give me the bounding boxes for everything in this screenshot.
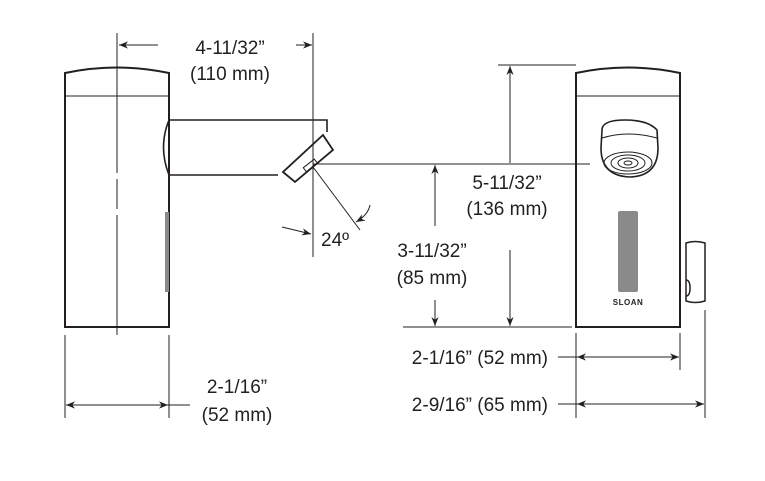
spout-reach-mm: (110 mm): [190, 64, 270, 85]
side-sensor-window: [165, 212, 169, 292]
angle-line: [312, 166, 361, 231]
overall-height-inches: 5-11/32”: [472, 173, 541, 194]
spray-angle-label: 24º: [321, 230, 349, 251]
outlet-height-inches: 3-11/32”: [397, 241, 466, 262]
side-valve: [685, 240, 706, 304]
front-body-outline: [575, 66, 681, 328]
overall-width-label: 2-9/16” (65 mm): [412, 395, 548, 416]
brand-logo: SLOAN: [613, 298, 644, 307]
overall-height-mm: (136 mm): [466, 199, 547, 220]
angle-arrow-left: [281, 226, 312, 236]
spout-reach-inches: 4-11/32”: [195, 38, 264, 59]
front-sensor-window: [618, 211, 638, 292]
angle-arrow-right: [355, 204, 371, 223]
body-width-label: 2-1/16” (52 mm): [412, 348, 548, 369]
aerator-icon: [600, 119, 659, 178]
side-width-mm: (52 mm): [202, 405, 273, 426]
side-width-inches: 2-1/16”: [207, 377, 267, 398]
side-view: 24º 4-11/32” (110 mm) 2-1/16” (52 mm): [64, 33, 371, 426]
outlet-height-mm: (85 mm): [397, 268, 468, 289]
side-body-outline: [64, 66, 170, 328]
spout-outline: [162, 119, 328, 176]
nozzle-sensor: [302, 158, 319, 173]
front-view: SLOAN 5-11/32” (136 mm) 3-11/32” (85 mm)…: [313, 64, 706, 418]
aerator-nozzle: [281, 133, 335, 184]
